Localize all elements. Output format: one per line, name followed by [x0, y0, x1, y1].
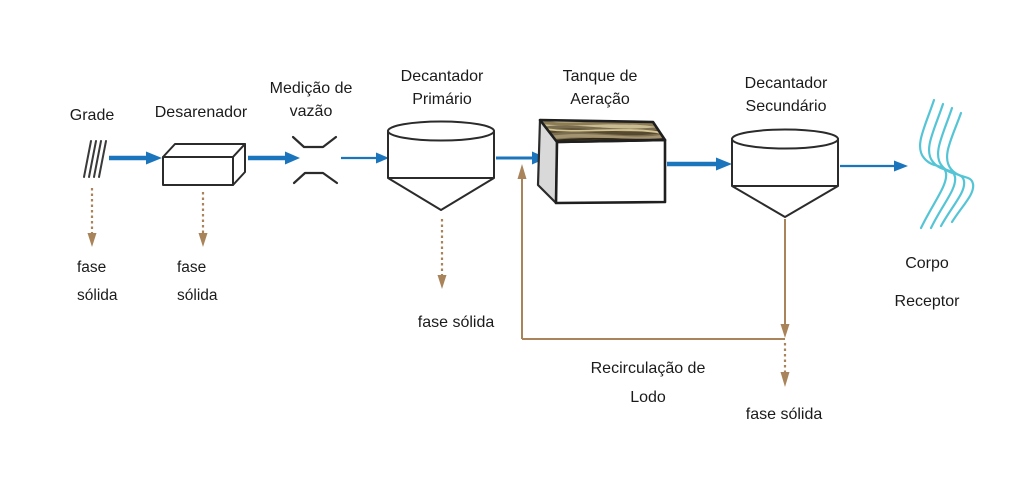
solids-arrow-grade [87, 188, 97, 247]
flow-arrow-grade-to-desarenador [109, 151, 162, 165]
aeration-tank-icon [536, 118, 667, 205]
solids-arrow-primary-clarifier [437, 219, 447, 289]
sludge-recirculation-line [517, 164, 790, 340]
grade-label: Grade [69, 107, 115, 124]
secondary-clarifier-icon [731, 128, 839, 218]
solids-label-secondary-clarifier: fase sólida [745, 406, 823, 423]
flow-meter-icon [291, 135, 339, 185]
flow-arrow-desarenador-to-flume [248, 151, 300, 165]
desarenador-label: Desarenador [154, 104, 248, 121]
sludge-recirculation-label: Recirculação de Lodo [590, 360, 706, 406]
flow-arrow-secondary-clarifier-to-receiving-body [840, 160, 908, 172]
bar-screen-icon [83, 140, 107, 178]
grit-chamber-icon [162, 143, 246, 186]
solids-label-grade: fase sólida [77, 259, 118, 304]
receiving-body-label: Corpo Receptor [894, 255, 960, 310]
primary-clarifier-icon [387, 120, 495, 211]
solids-arrow-secondary-clarifier [780, 343, 790, 387]
aeration-tank-surface-texture [540, 120, 665, 142]
receiving-water-icon [919, 98, 975, 230]
solids-label-desarenador: fase sólida [177, 259, 218, 304]
primary-clarifier-label: Decantador Primário [400, 68, 484, 108]
solids-label-primary-clarifier: fase sólida [417, 314, 495, 331]
flow-arrow-flume-to-primary-clarifier [341, 152, 389, 164]
flow-arrow-aeration-tank-to-secondary-clarifier [667, 157, 732, 171]
aeration-tank-label: Tanque de Aeração [562, 68, 638, 108]
flow-measurement-label: Medição de vazão [269, 80, 353, 120]
solids-arrow-desarenador [198, 192, 208, 247]
secondary-clarifier-label: Decantador Secundário [744, 75, 828, 115]
